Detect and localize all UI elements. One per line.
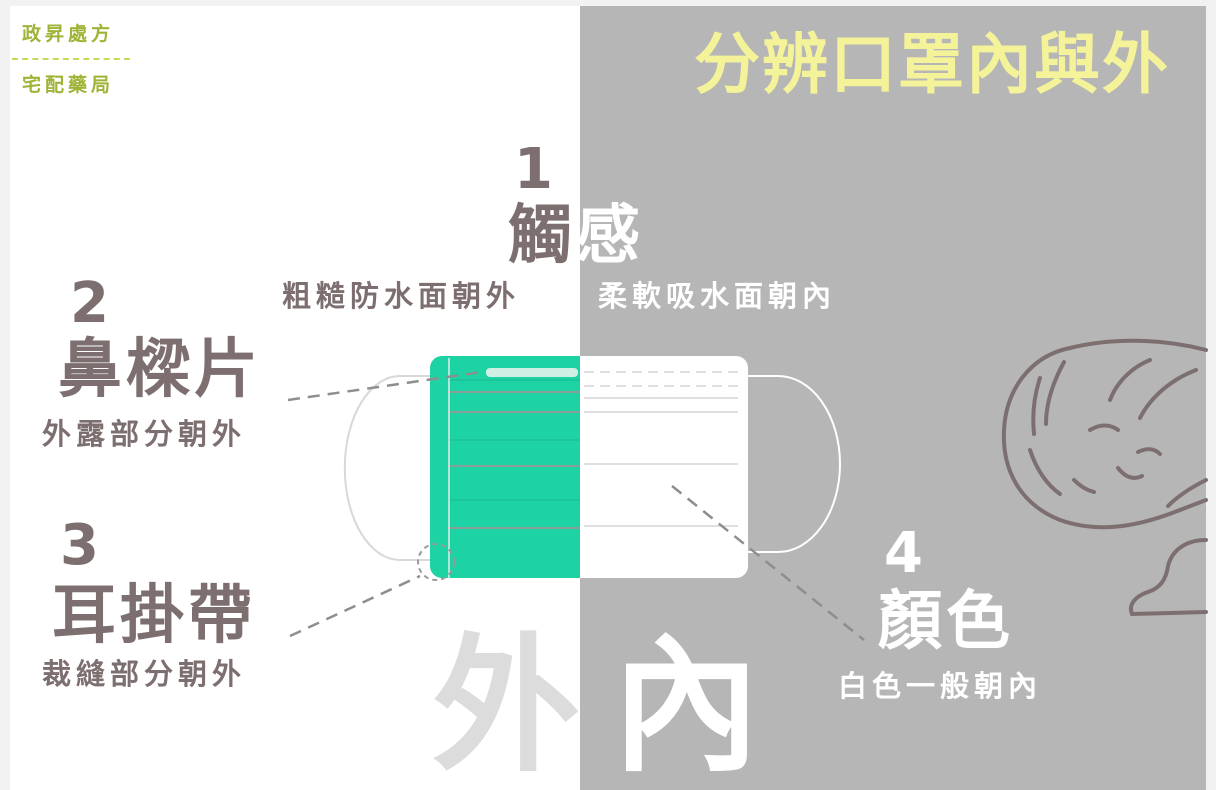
mask-inner-side [580, 356, 748, 578]
brand-line-2: 宅配藥局 [22, 74, 115, 96]
point-1-heading-inside: 感 [576, 199, 644, 273]
point-4-note: 白色一般朝內 [838, 669, 1043, 703]
point-2-number: 2 [70, 271, 109, 336]
point-2-heading: 鼻樑片 [58, 333, 262, 407]
person-illustration [1001, 338, 1208, 617]
brand-line-1: 政昇處方 [22, 23, 115, 45]
callout-line-ear [289, 574, 421, 638]
point-4-number: 4 [884, 521, 923, 586]
stitching-highlight [417, 543, 455, 581]
right-ear-loop [748, 375, 841, 553]
point-3-note: 裁縫部分朝外 [42, 657, 247, 691]
outside-side-label: 外 [432, 620, 580, 790]
point-1-heading: 觸感 [508, 204, 644, 268]
callout-line-nose [287, 370, 483, 402]
brand-divider [12, 58, 130, 60]
point-3-heading: 耳掛帶 [52, 579, 256, 653]
inside-side-label: 內 [612, 620, 760, 790]
point-1-outside-note: 粗糙防水面朝外 [282, 279, 521, 313]
point-1-heading-outside: 觸 [508, 199, 576, 273]
nose-wire [486, 368, 578, 377]
callout-line-color [671, 485, 865, 641]
page-title: 分辨口罩內與外 [694, 26, 1170, 103]
point-1-inside-note: 柔軟吸水面朝內 [598, 279, 837, 313]
point-3-number: 3 [60, 513, 99, 578]
left-ear-loop [343, 375, 430, 561]
point-1-number: 1 [514, 137, 553, 202]
point-4-heading: 顏色 [878, 585, 1014, 659]
point-2-note: 外露部分朝外 [42, 417, 247, 451]
